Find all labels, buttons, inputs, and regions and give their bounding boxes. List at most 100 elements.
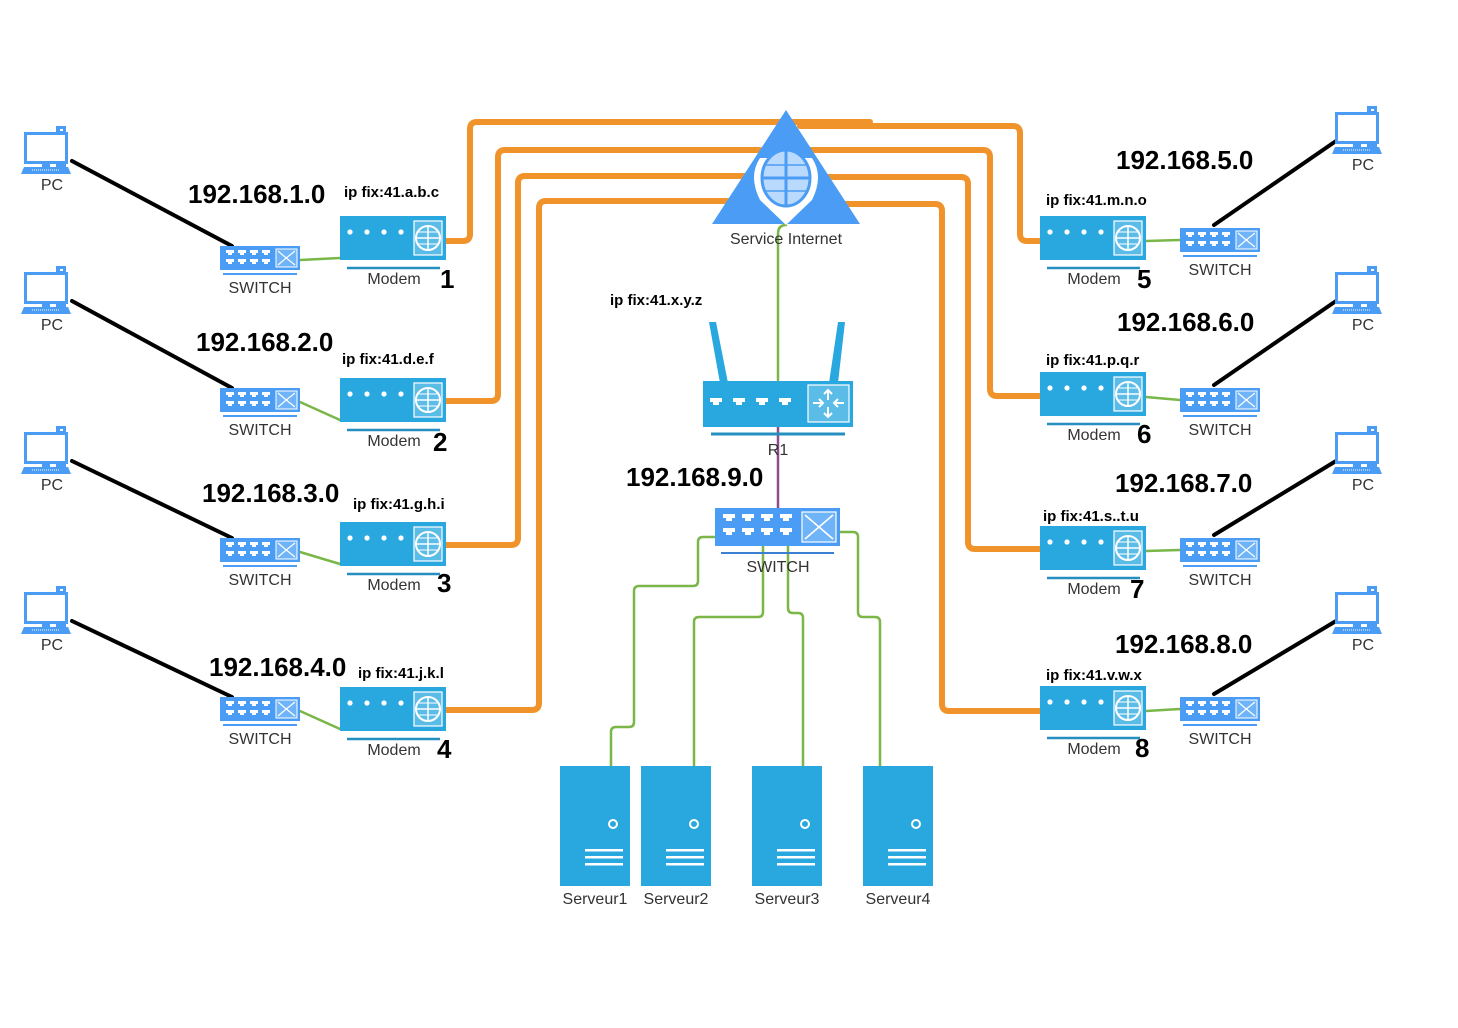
ip-label-site-8: ip fix:41.v.w.x [1046, 667, 1143, 684]
network-label-site-2: 192.168.2.0 [196, 327, 333, 357]
switch-label-site-5: SWITCH [1188, 262, 1251, 279]
modem-site-4[interactable] [340, 687, 446, 741]
switch-site-7[interactable] [1180, 538, 1260, 567]
pc-label-site-8: PC [1352, 637, 1374, 654]
pc-site-4[interactable] [21, 586, 71, 634]
ip-label-site-6: ip fix:41.p.q.r [1046, 352, 1140, 369]
pc-site-5[interactable] [1332, 106, 1382, 154]
wan-link-site-6 [807, 147, 1043, 399]
network-label-site-5: 192.168.5.0 [1116, 145, 1253, 175]
switch-site-6[interactable] [1180, 388, 1260, 417]
lan-link-site-6 [1144, 395, 1182, 402]
modem-label-site-3: Modem [367, 577, 420, 594]
modem-number-site-6: 6 [1137, 419, 1151, 449]
switch-label-site-3: SWITCH [228, 572, 291, 589]
devices-layer [21, 106, 1382, 886]
switch-site-1[interactable] [220, 246, 300, 275]
pc-label-site-2: PC [41, 317, 63, 334]
network-label-site-8: 192.168.8.0 [1115, 629, 1252, 659]
internet-router-link [776, 223, 788, 382]
network-label-site-1: 192.168.1.0 [188, 179, 325, 209]
modem-label-site-7: Modem [1067, 581, 1120, 598]
core-switch-label: SWITCH [746, 559, 809, 576]
internet-globe-icon[interactable] [712, 110, 860, 225]
pc-label-site-4: PC [41, 637, 63, 654]
links-layer [70, 119, 1338, 772]
router-label: R1 [768, 442, 789, 459]
modem-label-site-4: Modem [367, 742, 420, 759]
pc-site-1[interactable] [21, 126, 71, 174]
modem-site-7[interactable] [1040, 526, 1146, 580]
pc-site-7[interactable] [1332, 426, 1382, 474]
server-label-3: Serveur3 [755, 891, 820, 908]
server-link-1 [609, 535, 718, 772]
internet-label: Service Internet [730, 231, 843, 248]
server-4[interactable] [863, 766, 933, 886]
lan-link-site-1 [298, 256, 342, 262]
modem-label-site-5: Modem [1067, 271, 1120, 288]
pc-link-site-4 [70, 619, 234, 699]
server-1[interactable] [560, 766, 630, 886]
modem-site-8[interactable] [1040, 686, 1146, 740]
switch-label-site-7: SWITCH [1188, 572, 1251, 589]
switch-label-site-2: SWITCH [228, 422, 291, 439]
modem-site-5[interactable] [1040, 216, 1146, 270]
switch-label-site-4: SWITCH [228, 731, 291, 748]
pc-site-2[interactable] [21, 266, 71, 314]
server-2[interactable] [641, 766, 711, 886]
router-r1[interactable] [703, 322, 853, 436]
wan-link-site-7 [807, 174, 1043, 552]
labels-layer: Service Internet ip fix:41.x.y.z R1 192.… [41, 145, 1374, 908]
ip-label-site-2: ip fix:41.d.e.f [342, 351, 435, 368]
modem-number-site-8: 8 [1135, 733, 1149, 763]
wan-link-site-5 [797, 123, 1043, 244]
switch-site-5[interactable] [1180, 228, 1260, 257]
pc-link-site-8 [1212, 619, 1338, 696]
network-label-site-6: 192.168.6.0 [1117, 307, 1254, 337]
pc-link-site-5 [1212, 139, 1338, 227]
switch-site-8[interactable] [1180, 697, 1260, 726]
pc-link-site-2 [70, 299, 234, 390]
modem-site-6[interactable] [1040, 372, 1146, 426]
switch-label-site-8: SWITCH [1188, 731, 1251, 748]
modem-number-site-3: 3 [437, 568, 451, 598]
modem-site-1[interactable] [340, 216, 446, 270]
server-label-4: Serveur4 [866, 891, 931, 908]
ip-label-site-7: ip fix:41.s..t.u [1043, 508, 1139, 525]
modem-site-2[interactable] [340, 378, 446, 432]
server-link-4 [838, 530, 882, 772]
switch-site-2[interactable] [220, 388, 300, 417]
ip-label-site-3: ip fix:41.g.h.i [353, 496, 445, 513]
pc-site-6[interactable] [1332, 266, 1382, 314]
ip-label-site-5: ip fix:41.m.n.o [1046, 192, 1147, 209]
modem-label-site-2: Modem [367, 433, 420, 450]
switch-site-3[interactable] [220, 538, 300, 567]
pc-link-site-3 [70, 459, 234, 540]
pc-site-8[interactable] [1332, 586, 1382, 634]
server-label-1: Serveur1 [563, 891, 628, 908]
modem-number-site-1: 1 [440, 264, 454, 294]
pc-label-site-5: PC [1352, 157, 1374, 174]
wan-link-site-8 [827, 201, 1043, 714]
server-label-2: Serveur2 [644, 891, 709, 908]
modem-number-site-7: 7 [1130, 574, 1144, 604]
core-switch[interactable] [715, 508, 840, 554]
pc-label-site-6: PC [1352, 317, 1374, 334]
network-label-site-4: 192.168.4.0 [209, 652, 346, 682]
pc-label-site-7: PC [1352, 477, 1374, 494]
wan-link-site-1 [443, 119, 873, 244]
wan-link-site-2 [443, 147, 763, 404]
lan-link-site-4 [298, 709, 342, 731]
pc-label-site-3: PC [41, 477, 63, 494]
modem-site-3[interactable] [340, 522, 446, 576]
modem-number-site-5: 5 [1137, 264, 1151, 294]
switch-site-4[interactable] [220, 697, 300, 726]
pc-site-3[interactable] [21, 426, 71, 474]
lan-link-site-7 [1144, 548, 1182, 553]
server-3[interactable] [752, 766, 822, 886]
ip-label-site-1: ip fix:41.a.b.c [344, 184, 439, 201]
pc-link-site-6 [1212, 299, 1338, 387]
switch-label-site-6: SWITCH [1188, 422, 1251, 439]
wan-link-site-4 [443, 198, 763, 713]
